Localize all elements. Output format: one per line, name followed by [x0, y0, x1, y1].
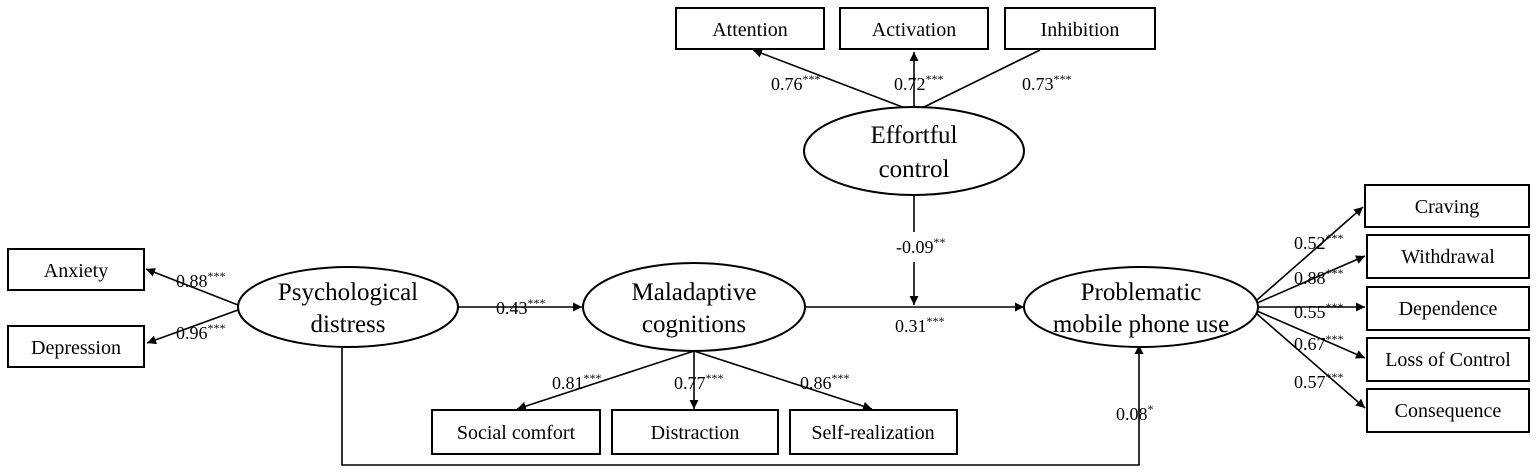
coef-depression: 0.96***: [176, 321, 226, 343]
box-craving: [1364, 184, 1530, 228]
label-self-realization: Self-realization: [811, 422, 934, 444]
path-pmpu-loss: [1256, 310, 1366, 359]
coef-withdrawal: 0.88***: [1294, 266, 1344, 288]
label-attention: Attention: [712, 19, 788, 41]
coefficients: 0.76*** 0.72*** 0.73*** 0.88*** 0.96*** …: [176, 72, 1344, 424]
box-depression: [7, 325, 145, 368]
box-distraction: [611, 409, 779, 455]
ellipse-maladaptive-cognitions: [582, 262, 806, 352]
coef-psych-malad: 0.43***: [496, 296, 546, 318]
label-malad-line1: Maladaptive: [632, 279, 757, 306]
box-loss-of-control: [1366, 337, 1530, 382]
label-depression: Depression: [31, 337, 121, 359]
coef-dependence: 0.55***: [1294, 300, 1344, 322]
coef-malad-pmpu: 0.31***: [895, 314, 945, 336]
indicator-attention: Attention: [675, 7, 825, 50]
label-craving: Craving: [1415, 196, 1479, 218]
coef-effort-mod: -0.09**: [896, 235, 946, 257]
path-effort-inhibition: [921, 49, 1041, 109]
path-psych-anxiety: [145, 268, 239, 306]
coef-consequence: 0.57***: [1294, 370, 1344, 392]
coef-inhibition: 0.73***: [1022, 72, 1072, 94]
path-effort-attention: [752, 49, 906, 109]
label-pmpu-line2: mobile phone use: [1053, 311, 1229, 338]
path-malad-social: [516, 350, 695, 411]
ellipse-effortful-control: [803, 106, 1025, 196]
path-malad-selfreal: [693, 350, 873, 411]
coef-distraction: 0.77***: [674, 371, 724, 393]
latent-problematic-mobile-phone-use: Problematic mobile phone use: [1023, 266, 1259, 348]
indicator-anxiety: Anxiety: [7, 248, 145, 291]
indicator-craving: Craving: [1364, 184, 1530, 228]
box-activation: [839, 7, 989, 50]
path-pmpu-craving: [1256, 206, 1364, 301]
label-withdrawal: Withdrawal: [1401, 246, 1495, 268]
latent-effortful-control: Effortful control: [803, 106, 1025, 196]
box-consequence: [1366, 388, 1530, 433]
indicator-distraction: Distraction: [611, 409, 779, 455]
coef-craving: 0.52***: [1294, 231, 1344, 253]
indicator-consequence: Consequence: [1366, 388, 1530, 433]
label-social-comfort: Social comfort: [457, 422, 576, 444]
label-effortful-line2: control: [879, 156, 950, 183]
indicator-activation: Activation: [839, 7, 989, 50]
coef-attention: 0.76***: [771, 72, 821, 94]
label-psych-line1: Psychological: [278, 279, 418, 306]
paths: [145, 49, 1366, 466]
box-withdrawal: [1366, 234, 1530, 279]
latent-psychological-distress: Psychological distress: [237, 266, 459, 348]
label-activation: Activation: [872, 19, 956, 41]
label-malad-line2: cognitions: [642, 311, 746, 338]
label-loss-of-control: Loss of Control: [1385, 349, 1511, 371]
indicator-depression: Depression: [7, 325, 145, 368]
label-anxiety: Anxiety: [44, 260, 108, 282]
coef-psych-pmpu: 0.08*: [1116, 402, 1154, 424]
indicator-inhibition: Inhibition: [1004, 7, 1156, 50]
coef-activation: 0.72***: [894, 72, 944, 94]
path-pmpu-withdrawal: [1256, 255, 1366, 304]
ellipse-psychological-distress: [237, 266, 459, 348]
box-attention: [675, 7, 825, 50]
path-pmpu-consequence: [1256, 313, 1366, 409]
box-inhibition: [1004, 7, 1156, 50]
coef-anxiety: 0.88***: [176, 269, 226, 291]
latent-maladaptive-cognitions: Maladaptive cognitions: [582, 262, 806, 352]
coef-social: 0.81***: [552, 371, 602, 393]
box-self-realization: [789, 409, 958, 455]
box-anxiety: [7, 248, 145, 291]
path-psych-depression: [146, 309, 239, 345]
label-effortful-line1: Effortful: [870, 122, 957, 149]
label-dependence: Dependence: [1399, 298, 1498, 320]
indicator-social-comfort: Social comfort: [431, 409, 601, 455]
coef-loss: 0.67***: [1294, 332, 1344, 354]
path-psych-pmpu: [341, 342, 1144, 466]
ellipse-pmpu: [1023, 266, 1259, 348]
label-distraction: Distraction: [651, 422, 740, 444]
label-consequence: Consequence: [1395, 400, 1502, 422]
coef-selfreal: 0.86***: [800, 371, 850, 393]
indicator-dependence: Dependence: [1366, 286, 1530, 331]
indicator-self-realization: Self-realization: [789, 409, 958, 455]
box-dependence: [1366, 286, 1530, 331]
label-pmpu-line1: Problematic: [1081, 279, 1202, 306]
indicator-loss-of-control: Loss of Control: [1366, 337, 1530, 382]
label-psych-line2: distress: [311, 311, 386, 338]
box-social-comfort: [431, 409, 601, 455]
label-inhibition: Inhibition: [1041, 19, 1120, 41]
indicator-withdrawal: Withdrawal: [1366, 234, 1530, 279]
